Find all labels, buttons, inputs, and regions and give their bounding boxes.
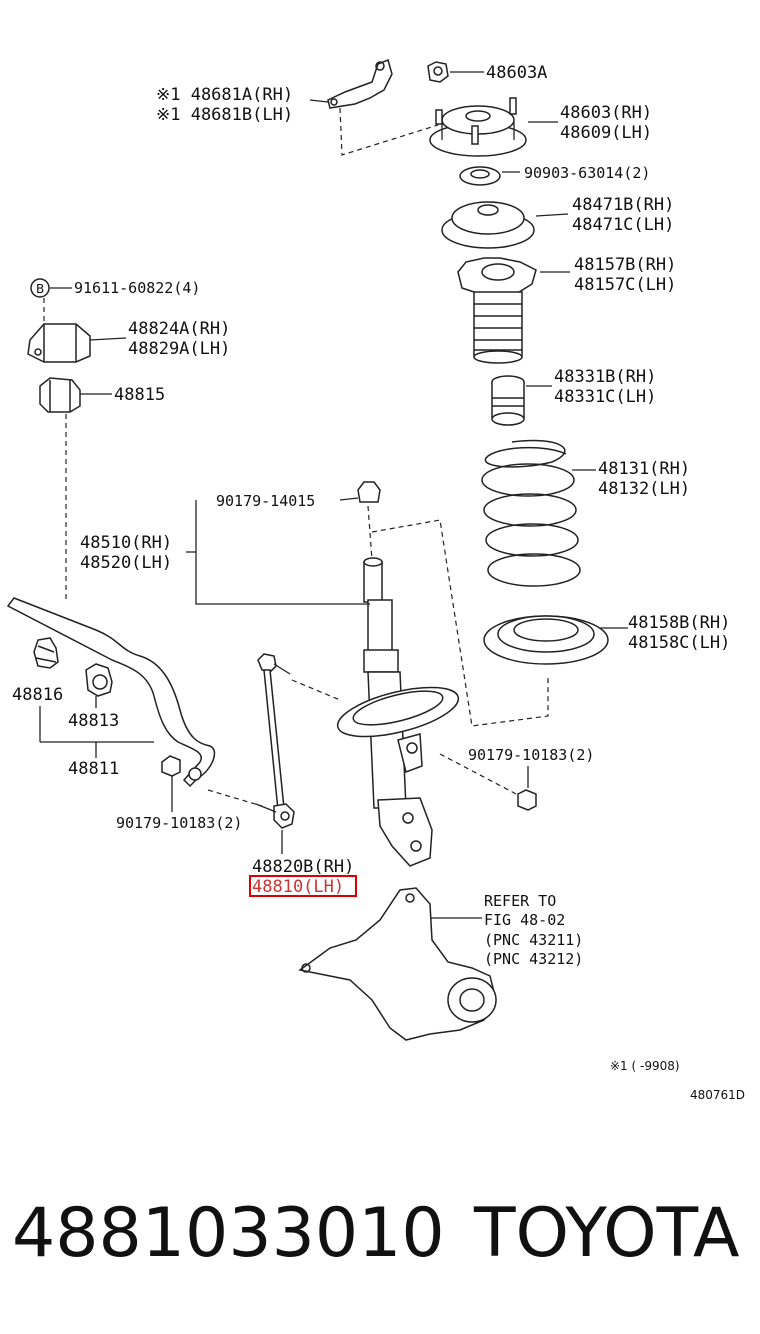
bumper-48157-drawing xyxy=(457,257,537,364)
nut-90179-right-drawing xyxy=(517,789,537,811)
label-48331b: 48331B(RH) xyxy=(554,367,656,387)
bracket-48824-drawing xyxy=(27,298,91,363)
support-48603-drawing xyxy=(429,97,527,157)
bushing-48813-drawing xyxy=(85,663,113,697)
label-48815: 48815 xyxy=(114,385,165,405)
label-48681b: ※1 48681B(LH) xyxy=(156,105,293,125)
caption-part-number: 4881033010 xyxy=(12,1194,445,1273)
label-48131: 48131(RH) xyxy=(598,459,690,479)
label-48811: 48811 xyxy=(68,759,119,779)
label-48603: 48603(RH) xyxy=(560,103,652,123)
label-48824a: 48824A(RH) xyxy=(128,319,230,339)
label-48810: 48810(LH) xyxy=(252,877,344,897)
label-48820b: 48820B(RH) xyxy=(252,857,354,877)
marker-b-icon: B xyxy=(36,282,44,296)
bumper-48331-drawing xyxy=(491,375,525,426)
spring-seat-48158-drawing xyxy=(483,615,609,665)
label-48471c: 48471C(LH) xyxy=(572,215,674,235)
shock-absorber-48510-drawing xyxy=(336,481,460,867)
refer-line-1: REFER TO xyxy=(484,892,556,910)
stabilizer-bar-48811-drawing xyxy=(6,597,216,788)
label-91611: 91611-60822(4) xyxy=(74,279,200,297)
label-48816: 48816 xyxy=(12,685,63,705)
steering-knuckle-drawing xyxy=(298,887,497,1041)
label-90179-14015: 90179-14015 xyxy=(216,492,315,510)
footnote: ※1 ( -9908) xyxy=(610,1059,680,1073)
bearing-90903-drawing xyxy=(459,166,501,186)
label-48813: 48813 xyxy=(68,711,119,731)
label-48331c: 48331C(LH) xyxy=(554,387,656,407)
spring-seat-48471-drawing xyxy=(441,201,535,249)
label-48157b: 48157B(RH) xyxy=(574,255,676,275)
caption-brand: TOYOTA xyxy=(473,1194,739,1273)
label-48158b: 48158B(RH) xyxy=(628,613,730,633)
label-48520: 48520(LH) xyxy=(80,553,172,573)
nut-48603a-drawing xyxy=(427,61,449,83)
coil-spring-48131-drawing xyxy=(481,439,581,587)
refer-line-2: FIG 48-02 xyxy=(484,911,565,929)
figure-code: 480761D xyxy=(690,1088,745,1102)
label-48681a: ※1 48681A(RH) xyxy=(156,85,293,105)
label-48471b: 48471B(RH) xyxy=(572,195,674,215)
label-90179-10183-right: 90179-10183(2) xyxy=(468,746,594,764)
refer-line-4: (PNC 43212) xyxy=(484,950,583,968)
label-48510: 48510(RH) xyxy=(80,533,172,553)
label-48609: 48609(LH) xyxy=(560,123,652,143)
label-48829a: 48829A(LH) xyxy=(128,339,230,359)
label-90903: 90903-63014(2) xyxy=(524,164,650,182)
highlight-48810-box xyxy=(249,875,357,897)
label-48603a: 48603A xyxy=(486,63,547,83)
stabilizer-link-48810-drawing xyxy=(255,653,295,829)
bushing-48815-drawing xyxy=(39,377,81,413)
label-90179-10183-left: 90179-10183(2) xyxy=(116,814,242,832)
refer-line-3: (PNC 43211) xyxy=(484,931,583,949)
label-48157c: 48157C(LH) xyxy=(574,275,676,295)
bracket-48816-drawing xyxy=(33,637,59,669)
nut-90179-left-drawing xyxy=(161,755,181,777)
label-48158c: 48158C(LH) xyxy=(628,633,730,653)
bracket-48681-drawing xyxy=(327,58,393,109)
label-48132: 48132(LH) xyxy=(598,479,690,499)
